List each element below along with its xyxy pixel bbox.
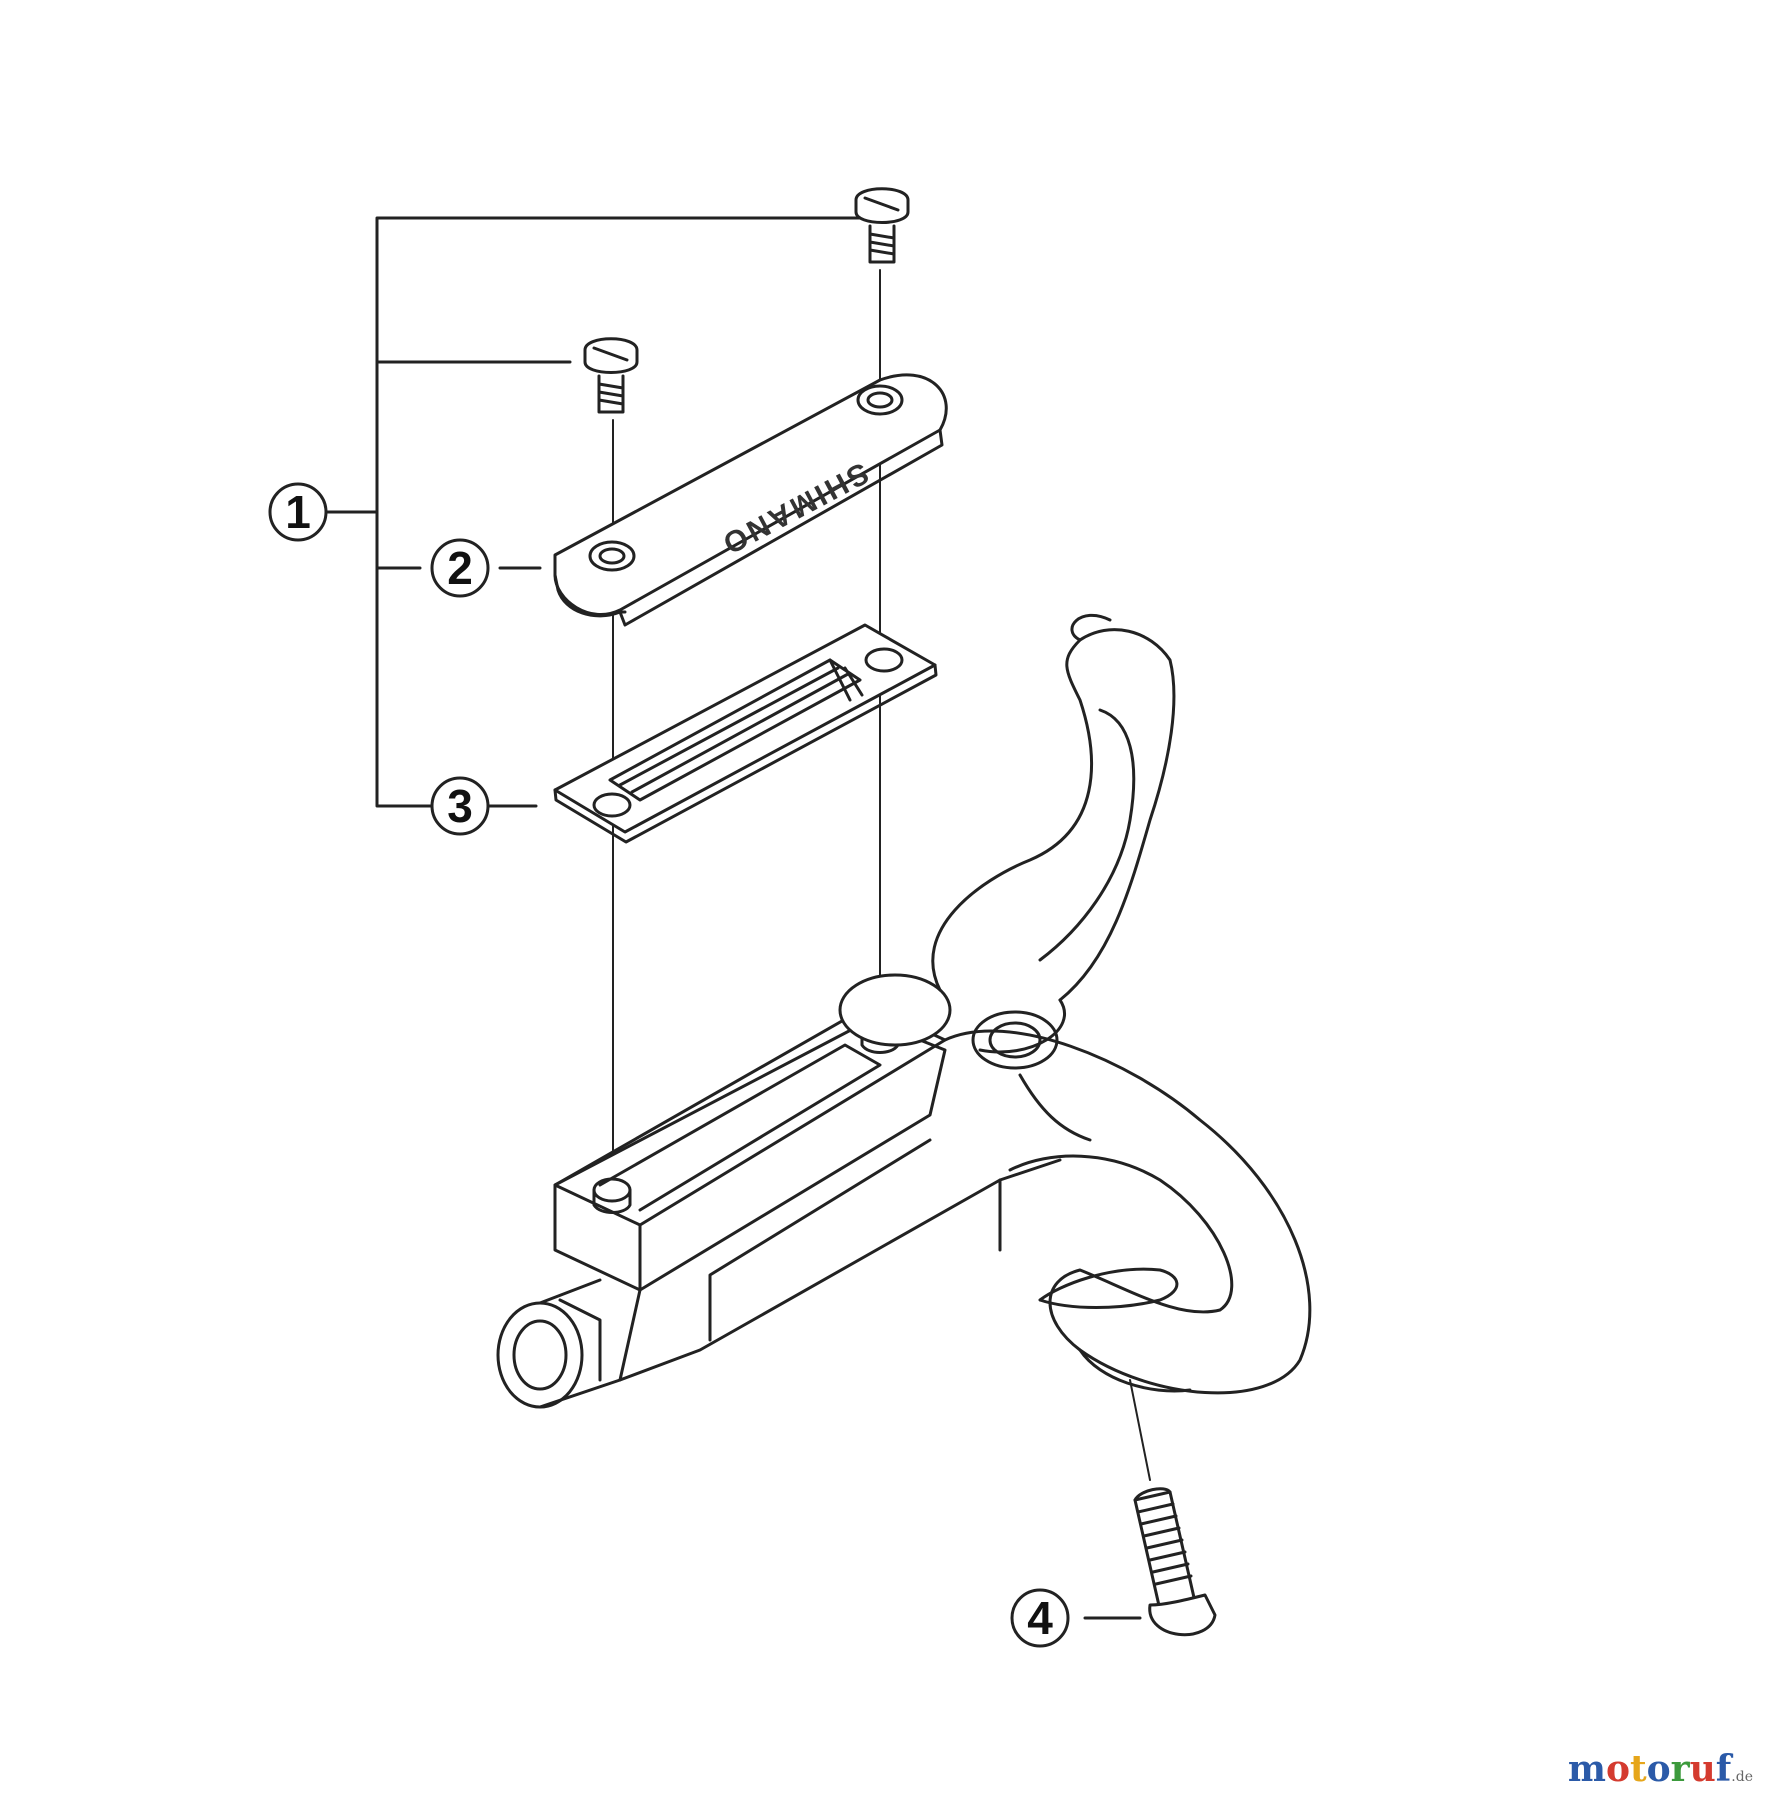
screw-top-right: [854, 187, 910, 264]
watermark-letter: m: [1567, 1748, 1606, 1790]
watermark-letter: o: [1646, 1748, 1671, 1790]
watermark-letter: o: [1605, 1748, 1630, 1790]
callout-number-1: 1: [285, 486, 311, 538]
callout-3: 3: [430, 776, 490, 836]
lever-body: [496, 613, 1312, 1409]
watermark-letter: r: [1670, 1748, 1690, 1790]
callout-4: 4: [1010, 1588, 1070, 1648]
cover-plate: [553, 373, 948, 627]
watermark-letter: t: [1629, 1748, 1647, 1790]
watermark-letter: u: [1689, 1748, 1716, 1790]
callout-number-3: 3: [447, 780, 473, 832]
callout-2: 2: [430, 538, 490, 598]
watermark-suffix: .de: [1731, 1769, 1753, 1785]
callout-number-4: 4: [1027, 1592, 1053, 1644]
screw-top-left: [583, 337, 639, 414]
clamp-bolt: [1133, 1487, 1217, 1637]
watermark-letter: f: [1715, 1748, 1732, 1790]
watermark-logo: motoruf.de: [1568, 1748, 1753, 1790]
callout-1: 1: [268, 482, 328, 542]
gasket-plate: [553, 623, 938, 844]
watermark-letters: motoruf: [1568, 1748, 1731, 1790]
callout-number-2: 2: [447, 542, 473, 594]
